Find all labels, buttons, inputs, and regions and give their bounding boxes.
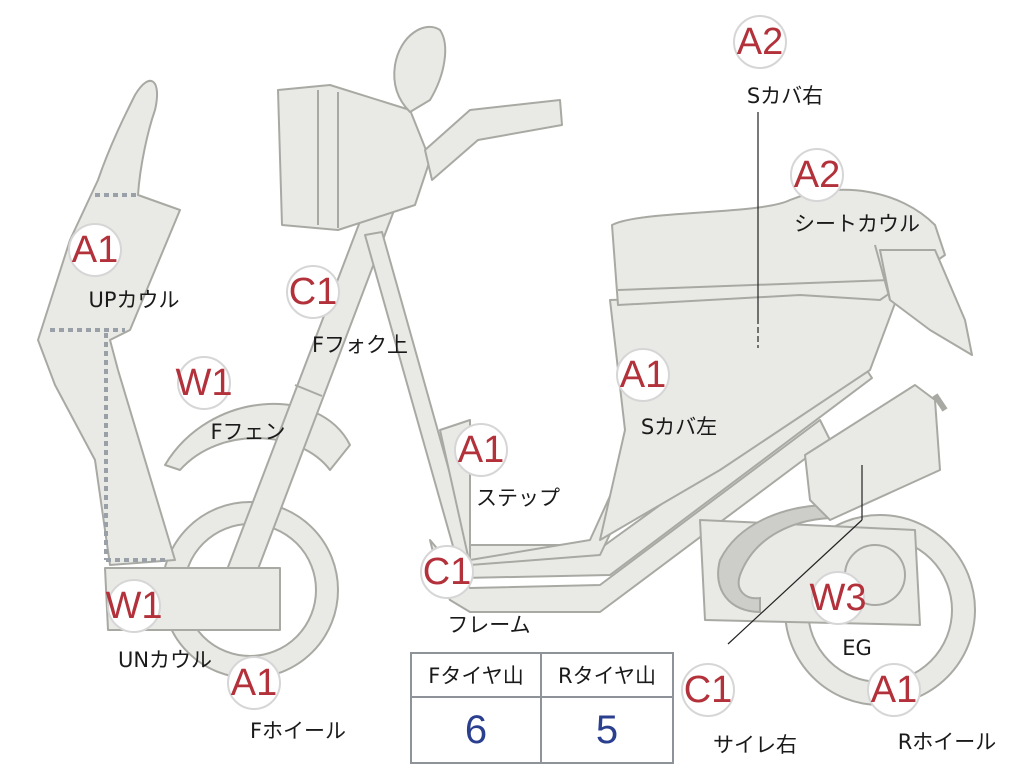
badge-r-wheel bbox=[867, 663, 921, 717]
leader-lines bbox=[727, 112, 863, 645]
front-tire-value: 6 bbox=[412, 698, 542, 762]
condition-code-seat-cowl: A2 bbox=[794, 154, 840, 196]
badge-f-fender bbox=[177, 356, 231, 410]
badge-up-cowl bbox=[68, 223, 122, 277]
part-label-seat-cowl: シートカウル bbox=[794, 212, 920, 236]
scooter-illustration bbox=[37, 25, 976, 706]
rear-tire-value: 5 bbox=[595, 707, 619, 752]
headlight-shape bbox=[277, 84, 431, 231]
badge-f-fork-upper bbox=[286, 265, 340, 319]
callout-silencer-right: C1 サイレ右 bbox=[681, 663, 797, 757]
condition-code-s-cover-right: A2 bbox=[737, 21, 783, 63]
part-label-step: ステップ bbox=[476, 486, 560, 510]
front-tire-header: Fタイヤ山 bbox=[412, 654, 542, 698]
part-label-up-cowl: UPカウル bbox=[88, 288, 179, 312]
callout-frame: C1 フレーム bbox=[420, 545, 531, 637]
part-label-f-fork-upper: Fフォク上 bbox=[312, 333, 408, 357]
part-label-r-wheel: Rホイール bbox=[898, 730, 997, 754]
part-label-frame: フレーム bbox=[447, 613, 530, 637]
part-label-s-cover-right: Sカバ右 bbox=[747, 84, 823, 108]
badge-s-cover-right bbox=[733, 15, 787, 69]
badge-s-cover-left bbox=[616, 348, 670, 402]
condition-code-up-cowl: A1 bbox=[72, 229, 118, 271]
part-label-engine: EG bbox=[842, 636, 872, 660]
callout-step: A1 ステップ bbox=[454, 423, 560, 510]
condition-code-r-wheel: A1 bbox=[871, 669, 917, 711]
part-label-un-cowl: UNカウル bbox=[118, 648, 212, 672]
condition-code-f-fork-upper: C1 bbox=[289, 271, 338, 313]
badge-un-cowl bbox=[107, 579, 161, 633]
badge-seat-cowl bbox=[790, 148, 844, 202]
exhaust-pipe-shape bbox=[717, 503, 831, 614]
mirror-shape bbox=[393, 25, 447, 113]
condition-code-f-wheel: A1 bbox=[231, 662, 277, 704]
part-label-silencer-right: サイレ右 bbox=[713, 733, 797, 757]
condition-code-frame: C1 bbox=[423, 551, 472, 593]
condition-code-s-cover-left: A1 bbox=[620, 354, 666, 396]
seat-cowl-shape bbox=[879, 249, 973, 356]
condition-code-step: A1 bbox=[458, 429, 504, 471]
up-cowl-shape bbox=[37, 80, 181, 566]
badge-step bbox=[454, 423, 508, 477]
condition-code-engine: W3 bbox=[810, 577, 867, 619]
badge-engine bbox=[811, 571, 865, 625]
part-label-f-wheel: Fホイール bbox=[250, 719, 346, 743]
callout-seat-cowl: A2 シートカウル bbox=[790, 148, 920, 236]
condition-code-silencer-right: C1 bbox=[684, 669, 733, 711]
silencer-shape bbox=[804, 384, 941, 521]
part-label-f-fender: Fフェン bbox=[210, 420, 285, 444]
part-label-s-cover-left: Sカバ左 bbox=[641, 415, 717, 439]
tire-depth-table: Fタイヤ山 Rタイヤ山 6 5 bbox=[410, 652, 674, 764]
badge-frame bbox=[420, 545, 474, 599]
badge-silencer-right bbox=[681, 663, 735, 717]
rear-tire-header: Rタイヤ山 bbox=[542, 654, 672, 698]
condition-code-f-fender: W1 bbox=[176, 362, 233, 404]
handlebar-shape bbox=[424, 99, 563, 181]
condition-code-un-cowl: W1 bbox=[106, 585, 163, 627]
badge-f-wheel bbox=[227, 656, 281, 710]
